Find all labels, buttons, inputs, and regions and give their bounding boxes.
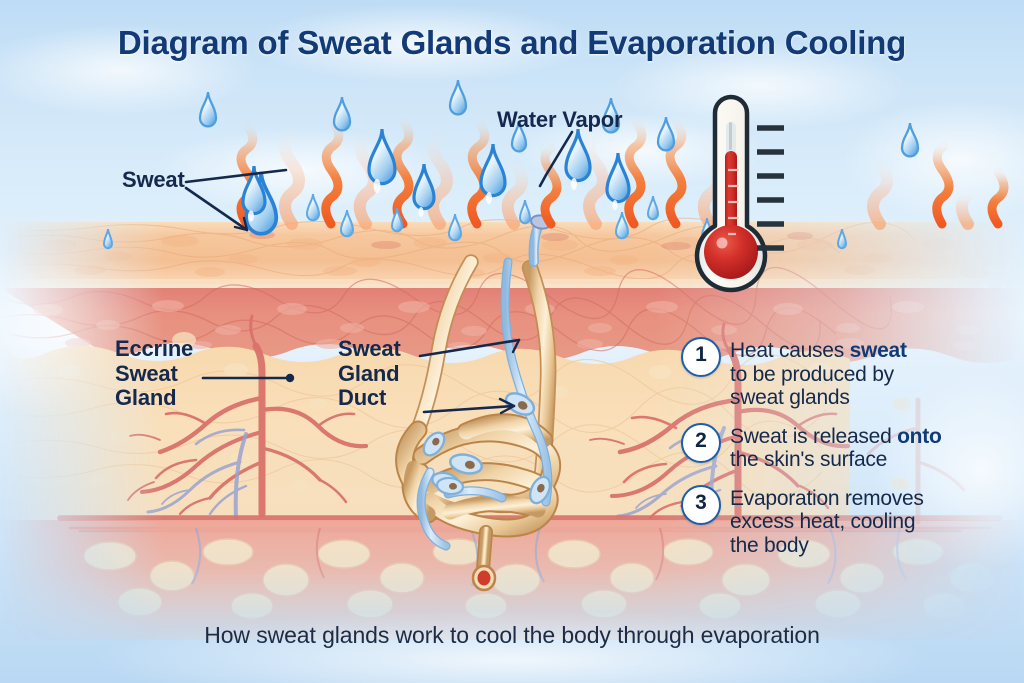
step-1-line1-pre: Heat causes — [730, 339, 850, 362]
sweat-drop-group — [102, 79, 920, 250]
step-item: 1 Heat causes sweat to be produced by sw… — [681, 336, 1001, 410]
step-3-line2: excess heat, cooling — [730, 510, 916, 534]
subcutaneous-fat-layer — [0, 520, 1024, 640]
label-water-vapor: Water Vapor — [497, 107, 623, 132]
step-text-3: Evaporation removes excess heat, cooling… — [730, 484, 924, 558]
step-1-line1-bold: sweat — [849, 339, 907, 362]
gland-terminal-bulb — [471, 564, 497, 592]
step-badge-2: 2 — [681, 422, 721, 463]
label-eccrine-sweat-gland: Eccrine Sweat Gland — [115, 336, 194, 411]
thermometer-icon — [694, 94, 784, 293]
step-1-line2: to be produced by — [730, 362, 894, 386]
step-2-line1-pre: Sweat is released — [730, 424, 898, 448]
skin-cross-section — [0, 217, 1024, 533]
figure-caption: How sweat glands work to cool the body t… — [204, 622, 820, 648]
step-item: 3 Evaporation removes excess heat, cooli… — [681, 484, 1001, 558]
thermometer-ticks — [757, 125, 784, 251]
step-text-1: Heat causes sweat to be produced by swea… — [730, 336, 907, 410]
sweat-gland-coil-icon — [395, 214, 562, 592]
step-badge-1: 1 — [681, 337, 721, 377]
label-sweat: Sweat — [122, 167, 185, 192]
skin-pores — [249, 231, 813, 250]
step-item: 2 Sweat is released onto the skin's surf… — [681, 422, 1001, 472]
fat-arterioles — [315, 527, 665, 581]
label-sweat-gland-duct: Sweat Gland Duct — [338, 336, 401, 411]
step-3-line1-pre: Evaporation removes — [730, 486, 924, 510]
step-3-line3: the body — [730, 533, 809, 557]
epidermis-cells — [43, 235, 1009, 278]
step-text-2: Sweat is released onto the skin's surfac… — [730, 422, 942, 472]
leader-lines — [184, 130, 574, 415]
page-title: Diagram of Sweat Glands and Evaporation … — [117, 24, 907, 61]
step-1-line3: sweat glands — [730, 386, 850, 410]
step-2-line1-bold: onto — [897, 424, 942, 448]
duct-cut-ends — [422, 392, 551, 505]
step-badge-3: 3 — [681, 484, 721, 525]
step-2-line2: the skin's surface — [730, 448, 888, 472]
steps-list: 1 Heat causes sweat to be produced by sw… — [681, 336, 1001, 569]
fat-lobules — [83, 538, 995, 620]
dermis-cells — [33, 300, 981, 350]
